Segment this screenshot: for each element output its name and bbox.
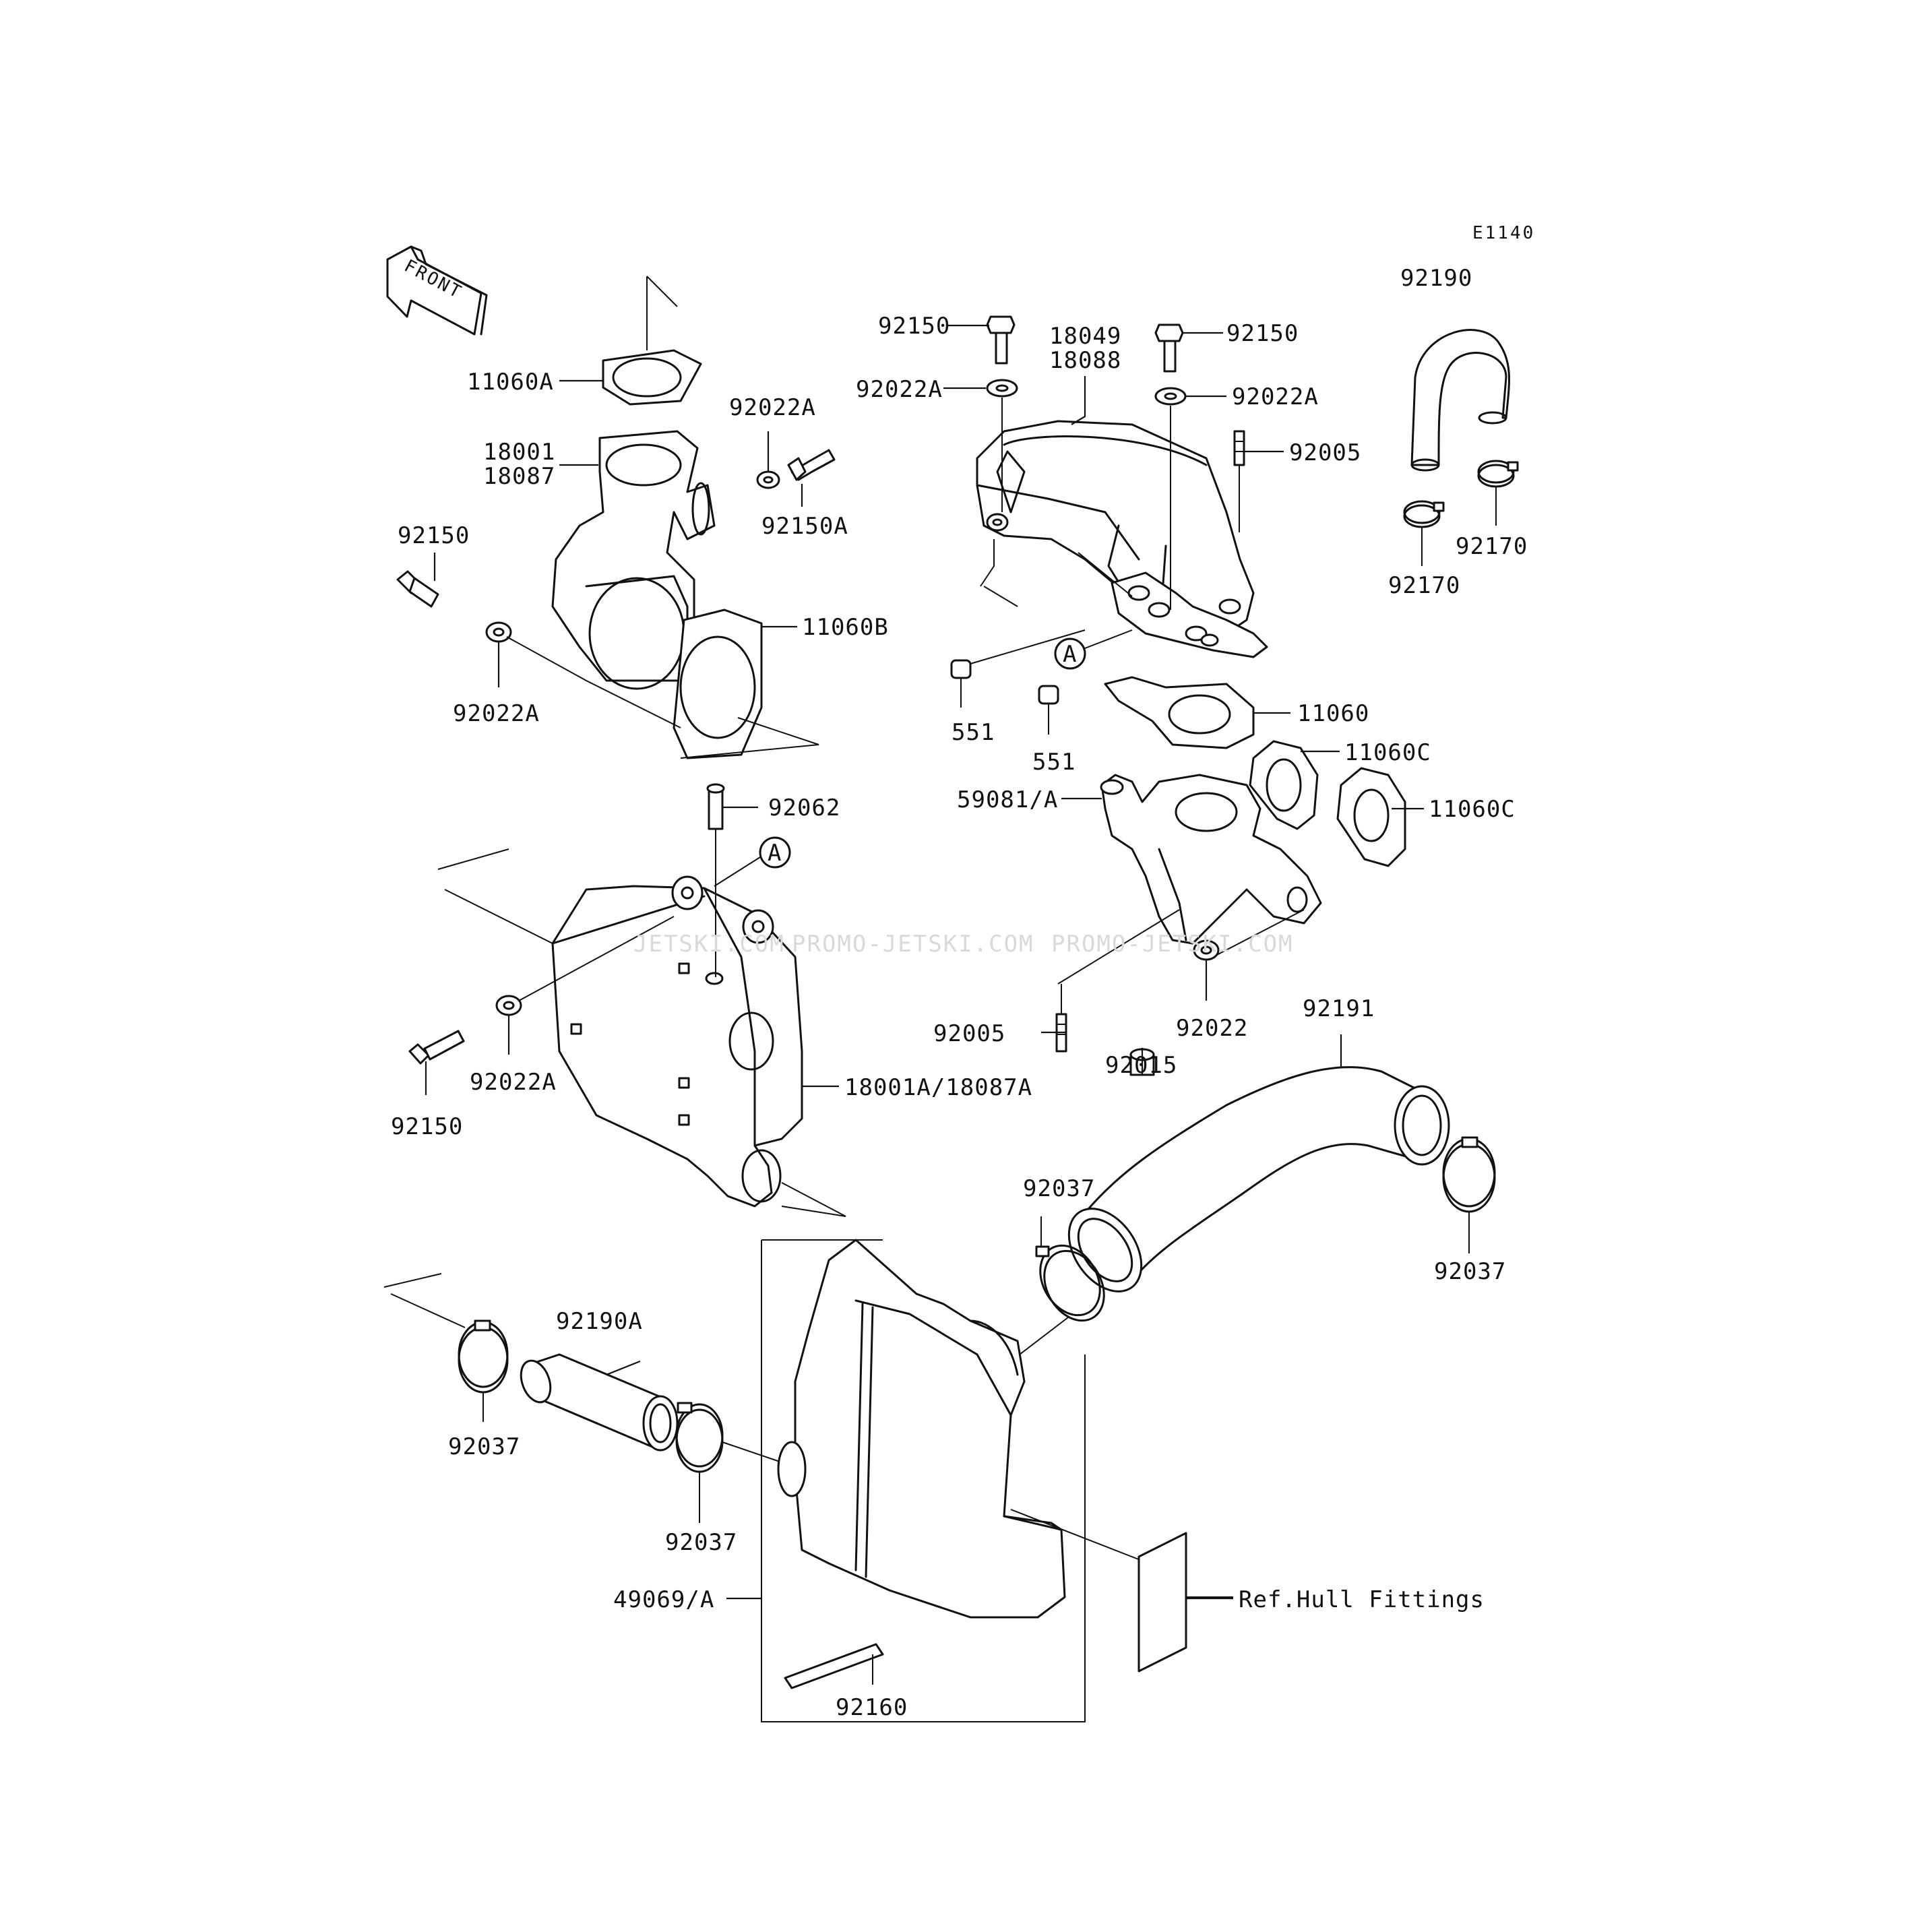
watermark-3: PROMO-JETSKI.COM bbox=[1051, 931, 1294, 958]
front-label: FRONT bbox=[401, 256, 466, 303]
hose-92190 bbox=[1410, 329, 1510, 472]
label-18001A-18087A: 18001A/18087A bbox=[844, 1074, 1032, 1101]
callout-a-lower: A bbox=[714, 836, 791, 887]
clamp-92170-b bbox=[1403, 500, 1445, 566]
fitting-92062 bbox=[706, 783, 725, 977]
label-92022: 92022 bbox=[1176, 1015, 1248, 1042]
bolt-92150-topright bbox=[1154, 323, 1184, 373]
clamp-92037-left bbox=[383, 1273, 509, 1422]
label-11060A: 11060A bbox=[467, 369, 554, 396]
dowel-551-b bbox=[1038, 685, 1059, 735]
label-11060: 11060 bbox=[1297, 700, 1369, 727]
gasket-11060 bbox=[1104, 676, 1255, 749]
label-92005-bottom: 92005 bbox=[933, 1020, 1005, 1047]
label-92190: 92190 bbox=[1400, 265, 1472, 292]
svg-text:A: A bbox=[768, 840, 782, 867]
clamp-92037-center bbox=[1010, 1216, 1105, 1362]
label-92150-midleft: 92150 bbox=[391, 1113, 463, 1140]
label-92037-right: 92037 bbox=[1434, 1258, 1506, 1285]
label-11060B: 11060B bbox=[802, 614, 889, 641]
nipple-92005-bottom bbox=[1055, 984, 1067, 1053]
callout-a-upper: A bbox=[1054, 629, 1133, 670]
label-49069: 49069/A bbox=[613, 1586, 714, 1613]
label-92022A-topcenter: 92022A bbox=[856, 376, 943, 403]
label-18001: 18001 bbox=[483, 439, 555, 466]
label-551-b: 551 bbox=[1032, 749, 1076, 776]
label-92005-top: 92005 bbox=[1289, 439, 1361, 466]
exhaust-pipe-18049 bbox=[976, 420, 1268, 658]
exhaust-chamber-18001A bbox=[437, 848, 846, 1217]
watermark-2: PROMO-JETSKI.COM bbox=[792, 931, 1034, 958]
clamp-92170-a bbox=[1477, 460, 1519, 526]
part-labels: 11060A 18001 18087 92022A 92150A 92150 1… bbox=[391, 265, 1528, 1721]
label-92160: 92160 bbox=[836, 1694, 908, 1721]
label-18088: 18088 bbox=[1049, 347, 1121, 374]
watermark-1: JETSKI.COM bbox=[633, 931, 785, 958]
manifold-59081 bbox=[1057, 774, 1322, 985]
label-92022A-left: 92022A bbox=[453, 700, 540, 727]
label-551-a: 551 bbox=[952, 719, 995, 746]
nipple-92005-top bbox=[1233, 430, 1245, 532]
muffler-49069 bbox=[761, 1239, 1150, 1722]
leader-lines bbox=[425, 324, 1424, 1600]
washer-92022A-midleft bbox=[495, 995, 522, 1016]
label-92062: 92062 bbox=[768, 794, 840, 821]
label-92037-center: 92037 bbox=[1023, 1175, 1095, 1202]
label-ref-hull-fittings: Ref.Hull Fittings bbox=[1239, 1586, 1485, 1613]
bolt-92150-left bbox=[396, 570, 439, 608]
gasket-11060C-a bbox=[1249, 740, 1319, 830]
label-92022A-topleft: 92022A bbox=[729, 394, 816, 421]
svg-text:A: A bbox=[1063, 641, 1077, 668]
label-92150A: 92150A bbox=[761, 513, 848, 540]
gasket-11060C-b bbox=[1336, 767, 1406, 867]
hull-fittings-ref-plate bbox=[1138, 1532, 1233, 1673]
label-92015: 92015 bbox=[1105, 1052, 1177, 1079]
label-92191: 92191 bbox=[1303, 995, 1375, 1022]
bolt-92150-topcenter bbox=[986, 315, 1016, 365]
exhaust-elbow-18001 bbox=[551, 276, 819, 759]
label-92150-topright: 92150 bbox=[1226, 320, 1299, 347]
label-11060C-b: 11060C bbox=[1429, 796, 1516, 823]
bolt-92150A bbox=[787, 449, 836, 481]
label-92022A-topright: 92022A bbox=[1232, 383, 1319, 410]
label-11060C-a: 11060C bbox=[1344, 739, 1431, 766]
label-92150-left: 92150 bbox=[398, 522, 470, 549]
label-18049: 18049 bbox=[1049, 323, 1121, 350]
washer-92022A-left bbox=[485, 621, 512, 643]
diagram-code: E1140 bbox=[1472, 223, 1535, 243]
label-92037-mid: 92037 bbox=[665, 1529, 737, 1556]
label-92170-a: 92170 bbox=[1456, 533, 1528, 560]
washer-92022 bbox=[1193, 939, 1220, 961]
clamp-92037-mid bbox=[675, 1402, 782, 1523]
front-arrow: FRONT bbox=[386, 245, 488, 336]
label-92037-left: 92037 bbox=[448, 1433, 520, 1460]
clamp-92037-right bbox=[1442, 1136, 1496, 1253]
label-92022A-midleft: 92022A bbox=[470, 1069, 557, 1096]
label-59081: 59081/A bbox=[957, 786, 1058, 813]
dowel-551-a bbox=[950, 629, 1086, 708]
washer-92022A-top bbox=[756, 470, 780, 489]
washer-92022A-topright bbox=[1154, 387, 1187, 610]
bolt-92150-midleft bbox=[408, 1030, 465, 1065]
label-92170-b: 92170 bbox=[1388, 572, 1460, 599]
hose-92191 bbox=[1067, 1066, 1450, 1292]
hose-92190A bbox=[520, 1353, 679, 1452]
label-92190A: 92190A bbox=[556, 1308, 643, 1335]
label-18087: 18087 bbox=[483, 463, 555, 490]
washer-92022A-topcenter bbox=[986, 379, 1018, 512]
label-92150-topcenter: 92150 bbox=[878, 313, 950, 340]
